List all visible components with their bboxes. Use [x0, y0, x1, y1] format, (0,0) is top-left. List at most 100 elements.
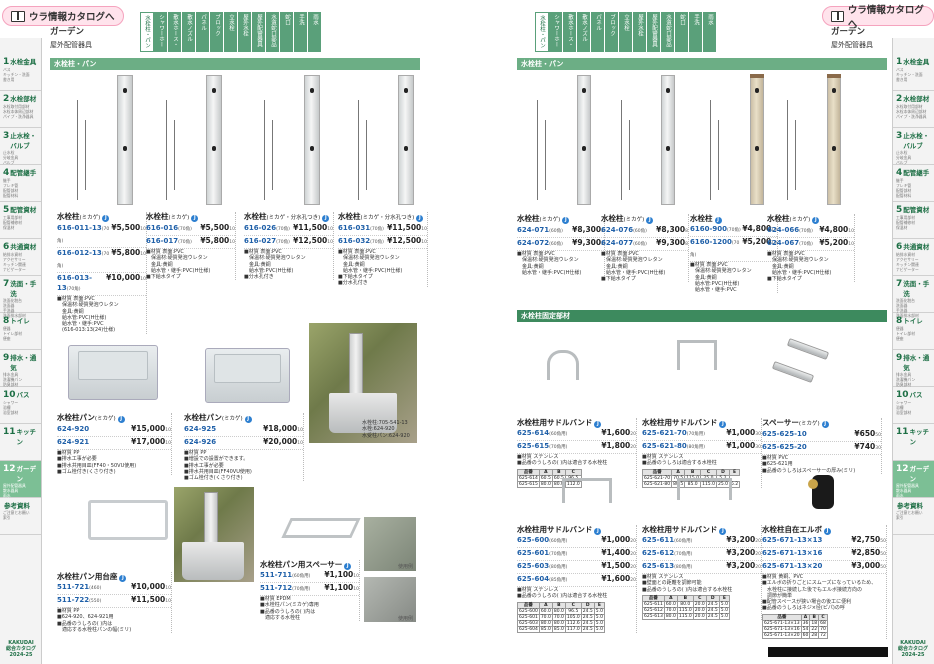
product-code[interactable]: 624-925: [184, 424, 216, 434]
spec-line: ■材質 表面:PVC: [690, 262, 728, 268]
tab-2[interactable]: 散水ホース・リール: [563, 12, 577, 52]
product-code[interactable]: 624-067(70角): [767, 238, 813, 250]
product-code[interactable]: 625-613(80角用): [642, 561, 692, 573]
catalog-link-button[interactable]: ウラ情報カタログへ: [822, 5, 934, 30]
product-code[interactable]: 511-712(70角用): [260, 583, 310, 595]
product-code[interactable]: 624-077(60角): [601, 238, 647, 250]
tab-5[interactable]: ブロック: [605, 12, 619, 52]
product-code[interactable]: 625-601(70角用): [517, 548, 567, 560]
sidebar-item-12[interactable]: 参考資料ご注意とお願い索引: [0, 498, 41, 535]
product-code[interactable]: 625-621-70(70角用): [642, 428, 705, 440]
tab-1[interactable]: シャワーホース: [549, 12, 563, 52]
tab-10[interactable]: 蛇口: [280, 12, 294, 52]
catalog-link-button[interactable]: ウラ情報カタログへ: [2, 6, 124, 26]
tab-6[interactable]: 立水栓: [224, 12, 238, 52]
product-code[interactable]: 624-920: [57, 424, 89, 434]
tab-9[interactable]: 水道蛇口部品: [661, 12, 675, 52]
tab-6[interactable]: 立水栓: [619, 12, 633, 52]
product-code[interactable]: 624-076(60角): [601, 225, 647, 237]
product-code[interactable]: 616-031(70角): [338, 223, 384, 235]
product-code[interactable]: 616-011-13(70角): [57, 223, 111, 247]
product-code[interactable]: 625-611(60角用): [642, 535, 692, 547]
tab-0[interactable]: 水栓柱・パン: [535, 12, 549, 52]
tab-5[interactable]: ブロック: [210, 12, 224, 52]
tab-0[interactable]: 水栓柱・パン: [140, 12, 154, 52]
tab-8[interactable]: 屋外配管器具: [252, 12, 266, 52]
product-code[interactable]: 625-603(80角用): [517, 561, 567, 573]
product-code[interactable]: 616-032(70角): [338, 236, 384, 248]
tab-7[interactable]: 屋外水栓: [238, 12, 252, 52]
product-code[interactable]: 616-013-13(70角): [57, 273, 106, 295]
tab-10[interactable]: 蛇口: [675, 12, 689, 52]
tab-2[interactable]: 散水ホース・リール: [168, 12, 182, 52]
tab-4[interactable]: パネル: [591, 12, 605, 52]
tab-7[interactable]: 屋外水栓: [633, 12, 647, 52]
product-code[interactable]: 616-016(70角): [146, 223, 192, 235]
product-code[interactable]: 6160-1200(70角): [690, 237, 742, 261]
product-code[interactable]: 625-614(60角用): [517, 428, 567, 440]
spec-line: 保温材:硬質発泡ウレタン: [767, 257, 829, 264]
tab-9[interactable]: 水道蛇口部品: [266, 12, 280, 52]
tab-1[interactable]: シャワーホース: [154, 12, 168, 52]
product-code[interactable]: 616-012-13(70角): [57, 248, 111, 272]
product-code[interactable]: 616-026(70角): [244, 223, 290, 235]
tab-8[interactable]: 屋外配管器具: [647, 12, 661, 52]
product-code[interactable]: 625-671-13×16: [762, 548, 822, 558]
product-code[interactable]: 616-017(70角): [146, 236, 192, 248]
tab-12[interactable]: 雨水: [703, 12, 717, 52]
price: ¥1,000: [726, 428, 756, 437]
tab-12[interactable]: 雨水: [308, 12, 322, 52]
product-code[interactable]: 616-027(70角): [244, 236, 290, 248]
product-code[interactable]: 511-721(460): [57, 582, 101, 594]
product-code[interactable]: 625-621-80(80角用): [642, 441, 705, 453]
code-row: 625-611(60角用)¥3,20020: [642, 535, 761, 548]
product-code[interactable]: 625-604(85角用): [517, 574, 567, 586]
product-code[interactable]: 625-625-10: [762, 429, 807, 439]
product-code[interactable]: 625-612(70角用): [642, 548, 692, 560]
tab-3[interactable]: 散水ノズル: [577, 12, 591, 52]
product-code[interactable]: 624-066(70角): [767, 225, 813, 237]
product-code[interactable]: 625-615(70角用): [517, 441, 567, 453]
tab-3[interactable]: 散水ノズル: [182, 12, 196, 52]
product-code[interactable]: 625-625-20: [762, 442, 807, 452]
sidebar-item-12[interactable]: 参考資料ご注意とお願い索引: [893, 498, 934, 535]
product-code[interactable]: 511-711(60角用): [260, 570, 310, 582]
product-code[interactable]: 625-600(60角用): [517, 535, 567, 547]
tab-4[interactable]: パネル: [196, 12, 210, 52]
tab-11[interactable]: 手洗: [294, 12, 308, 52]
product-code[interactable]: 624-071(60角): [517, 225, 563, 237]
product-code[interactable]: 624-926: [184, 437, 216, 447]
product-code[interactable]: 625-671-13×13: [762, 535, 822, 545]
product-code[interactable]: 6160-900(70角): [690, 224, 741, 236]
product-code[interactable]: 624-921: [57, 437, 89, 447]
product-code[interactable]: 625-671-13×20: [762, 561, 822, 571]
tab-11[interactable]: 手洗: [689, 12, 703, 52]
product-code[interactable]: 624-072(60角): [517, 238, 563, 250]
product-code[interactable]: 511-722(550): [57, 595, 101, 607]
